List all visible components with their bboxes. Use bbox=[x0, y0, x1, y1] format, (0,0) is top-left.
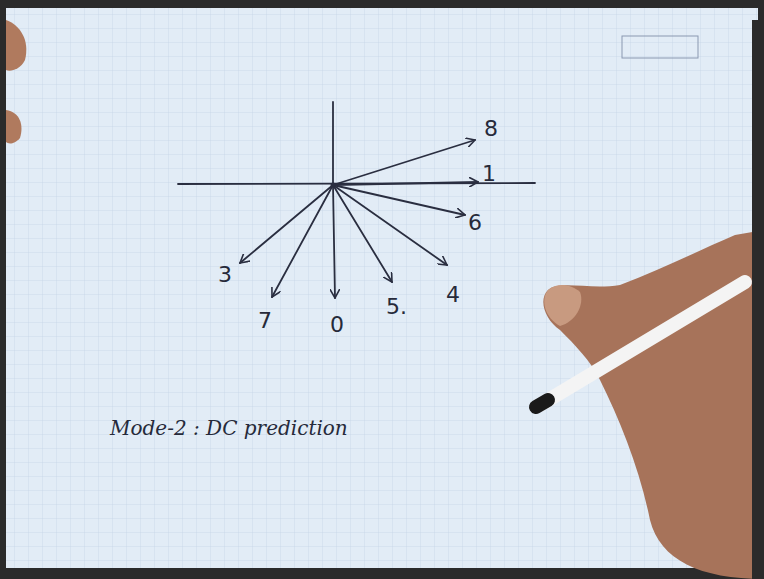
mode-number: 3 bbox=[218, 264, 232, 286]
mode-number: 8 bbox=[484, 118, 498, 140]
mode-number: 4 bbox=[446, 284, 460, 306]
mode-number: 0 bbox=[330, 314, 344, 336]
mode-number: 6 bbox=[468, 212, 482, 234]
mode-number: 5. bbox=[386, 296, 407, 318]
mode-note: Mode-2 : DC prediction bbox=[110, 418, 348, 438]
mode-number: 1 bbox=[482, 163, 496, 185]
mode-number: 7 bbox=[258, 310, 272, 332]
